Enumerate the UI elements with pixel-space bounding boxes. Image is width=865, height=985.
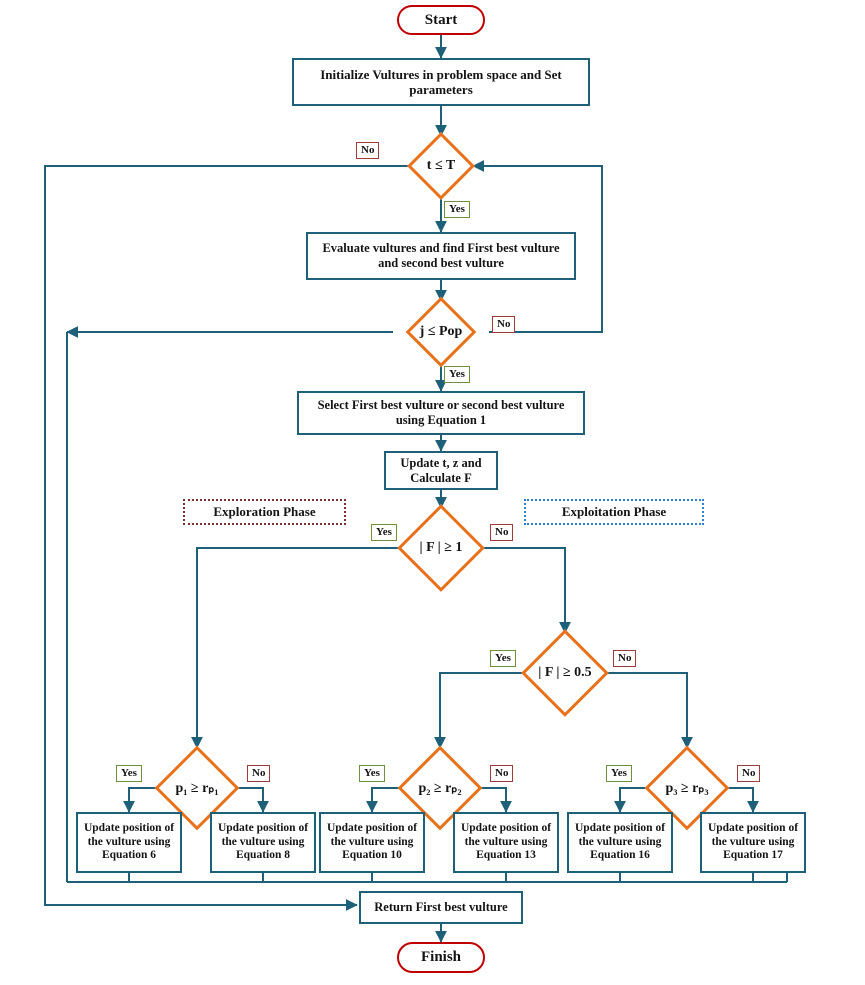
edge-label-no-p2: No: [490, 765, 514, 782]
edge-label-no-f-ge-05: No: [613, 650, 637, 667]
node-initialize-label: Initialize Vultures in problem space and…: [320, 66, 562, 97]
node-evaluate-label: Evaluate vultures and find First best vu…: [322, 241, 560, 270]
node-update-eq10-label: Update position of the vulture using Equ…: [326, 822, 418, 862]
node-update-eq13[interactable]: Update position of the vulture using Equ…: [453, 812, 559, 873]
node-decision-p3[interactable]: p₃ ≥ rₚ₃: [642, 745, 732, 831]
node-update-eq17[interactable]: Update position of the vulture using Equ…: [700, 812, 806, 873]
node-update-eq13-label: Update position of the vulture using Equ…: [460, 822, 552, 862]
node-finish[interactable]: Finish: [397, 942, 485, 973]
node-update-eq6[interactable]: Update position of the vulture using Equ…: [76, 812, 182, 873]
node-update-eq8-label: Update position of the vulture using Equ…: [217, 822, 309, 862]
node-update-tz[interactable]: Update t, z and Calculate F: [384, 451, 498, 490]
node-select-vulture[interactable]: Select First best vulture or second best…: [297, 391, 585, 435]
node-finish-label: Finish: [420, 949, 462, 965]
node-start-label: Start: [424, 11, 458, 28]
node-decision-f-ge-1[interactable]: | F | ≥ 1: [391, 504, 491, 592]
node-decision-t-le-T-label: t ≤ T: [426, 158, 456, 173]
annotation-exploitation-phase: Exploitation Phase: [524, 499, 704, 525]
node-decision-p3-label: p₃ ≥ rₚ₃: [665, 780, 709, 796]
edge-label-no-t-le-T: No: [356, 142, 380, 159]
edge-label-yes-f-ge-05: Yes: [490, 650, 516, 667]
node-decision-f-ge-05[interactable]: | F | ≥ 0.5: [515, 629, 615, 717]
node-update-eq16[interactable]: Update position of the vulture using Equ…: [567, 812, 673, 873]
node-update-eq6-label: Update position of the vulture using Equ…: [83, 822, 175, 862]
node-decision-p2-label: p₂ ≥ rₚ₂: [418, 780, 462, 796]
node-decision-j-le-pop-label: j ≤ Pop: [419, 324, 463, 339]
annotation-exploitation-phase-label: Exploitation Phase: [561, 504, 667, 519]
node-return-best-label: Return First best vulture: [374, 900, 508, 915]
edge-label-yes-p2: Yes: [359, 765, 385, 782]
edge-label-yes-t-le-T: Yes: [444, 201, 470, 218]
node-update-eq10[interactable]: Update position of the vulture using Equ…: [319, 812, 425, 873]
node-return-best[interactable]: Return First best vulture: [359, 891, 523, 924]
edge-label-yes-f-ge-1: Yes: [371, 524, 397, 541]
edge-label-no-p3: No: [737, 765, 761, 782]
node-update-tz-label: Update t, z and Calculate F: [400, 455, 482, 485]
node-update-eq17-label: Update position of the vulture using Equ…: [707, 822, 799, 862]
edge-label-yes-j-le-pop: Yes: [444, 366, 470, 383]
edge-label-yes-p3: Yes: [606, 765, 632, 782]
node-start[interactable]: Start: [397, 5, 485, 35]
node-select-vulture-label: Select First best vulture or second best…: [317, 398, 565, 427]
annotation-exploration-phase: Exploration Phase: [183, 499, 346, 525]
node-update-eq16-label: Update position of the vulture using Equ…: [574, 822, 666, 862]
edge-label-no-f-ge-1: No: [490, 524, 514, 541]
node-decision-j-le-pop[interactable]: j ≤ Pop: [381, 296, 501, 368]
node-decision-f-ge-05-label: | F | ≥ 0.5: [538, 665, 592, 680]
node-decision-f-ge-1-label: | F | ≥ 1: [419, 540, 463, 555]
edge-label-yes-p1: Yes: [116, 765, 142, 782]
node-evaluate[interactable]: Evaluate vultures and find First best vu…: [306, 232, 576, 280]
node-decision-p1-label: p₁ ≥ rₚ₁: [175, 780, 219, 796]
node-decision-p1[interactable]: p₁ ≥ rₚ₁: [152, 745, 242, 831]
node-decision-p2[interactable]: p₂ ≥ rₚ₂: [395, 745, 485, 831]
node-update-eq8[interactable]: Update position of the vulture using Equ…: [210, 812, 316, 873]
node-decision-t-le-T[interactable]: t ≤ T: [381, 132, 501, 200]
edge-label-no-p1: No: [247, 765, 271, 782]
node-initialize[interactable]: Initialize Vultures in problem space and…: [292, 58, 590, 106]
annotation-exploration-phase-label: Exploration Phase: [213, 504, 316, 519]
edge-label-no-j-le-pop: No: [492, 316, 516, 333]
